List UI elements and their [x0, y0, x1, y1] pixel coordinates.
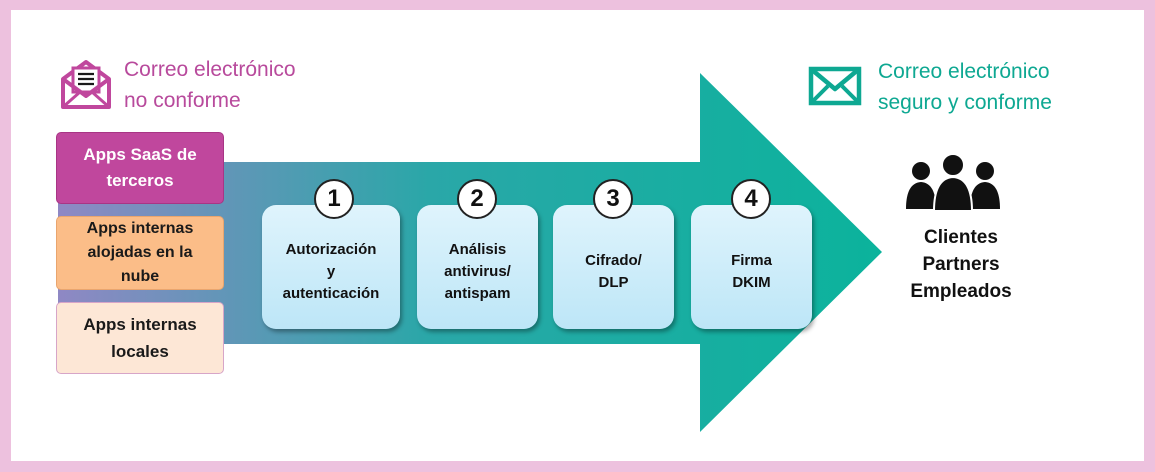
- step-box-1: Autorización y autenticación: [262, 205, 400, 329]
- closed-envelope-icon: [808, 66, 862, 106]
- recipient-clients: Clientes: [924, 227, 998, 248]
- step-box-4: Firma DKIM: [691, 205, 812, 329]
- source-app-cloud-hosted: Apps internas alojadas en la nube: [56, 216, 224, 290]
- source-app-saas: Apps SaaS de terceros: [56, 132, 224, 204]
- recipient-employees: Empleados: [910, 281, 1012, 302]
- group-people-icon: [906, 153, 1000, 211]
- secure-title-line2: seguro y conforme: [878, 91, 1052, 114]
- secure-title-line1: Correo electrónico: [878, 60, 1050, 83]
- step-box-3: Cifrado/ DLP: [553, 205, 674, 329]
- step-number-3: 3: [593, 179, 633, 219]
- nonconform-email-title: Correo electrónico no conforme: [124, 54, 296, 116]
- secure-email-title: Correo electrónico seguro y conforme: [878, 56, 1052, 118]
- nonconform-title-line1: Correo electrónico: [124, 58, 296, 81]
- step-number-1: 1: [314, 179, 354, 219]
- step-number-2: 2: [457, 179, 497, 219]
- step-number-4: 4: [731, 179, 771, 219]
- open-envelope-document-icon: [61, 60, 111, 109]
- recipients-list: Clientes Partners Empleados: [880, 224, 1042, 305]
- step-box-2: Análisis antivirus/ antispam: [417, 205, 538, 329]
- source-app-local: Apps internas locales: [56, 302, 224, 374]
- nonconform-title-line2: no conforme: [124, 89, 241, 112]
- recipient-partners: Partners: [922, 254, 1000, 275]
